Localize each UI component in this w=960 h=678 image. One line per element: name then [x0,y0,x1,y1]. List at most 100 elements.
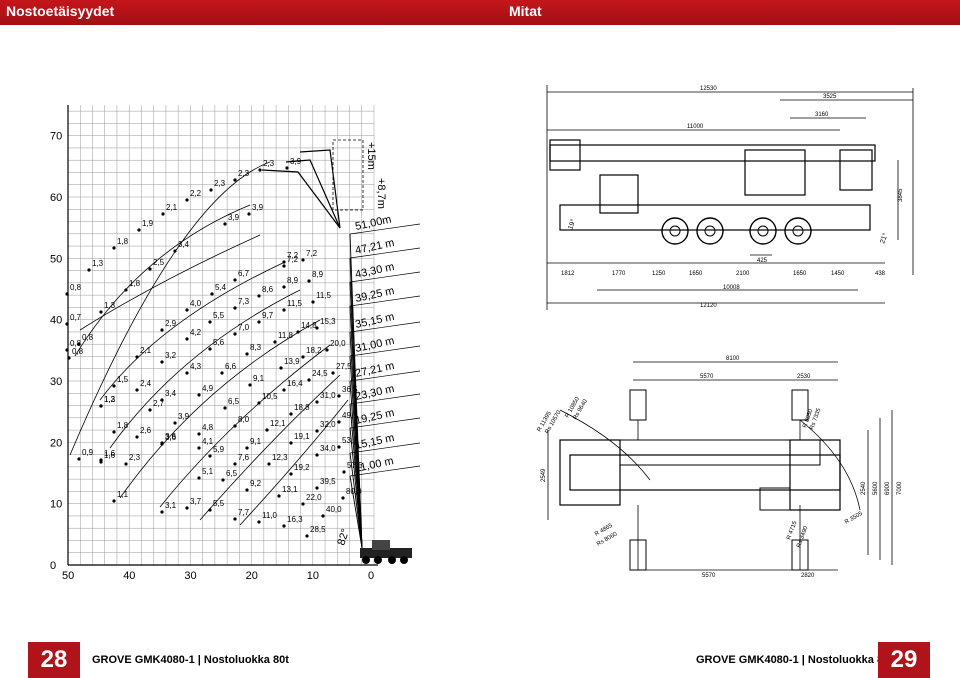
side-top-dimension: 11000 [687,124,704,130]
capacity-point [311,300,315,304]
boom-length-label: 27,21 m [354,360,395,380]
x-tick-label: 50 [62,570,74,582]
capacity-point [257,294,261,298]
capacity-point [307,378,311,382]
capacity-point [337,394,341,398]
capacity-label: 11,0 [262,511,278,520]
capacity-label: 53,5 [342,436,358,445]
plan-right-dimension: 2540 [861,481,867,495]
capacity-label: 2,3 [263,159,275,168]
boom-length-label: 39,25 m [354,285,395,305]
capacity-point [277,494,281,498]
capacity-point [99,458,103,462]
jib-label-8-7m: +8,7m [375,178,387,209]
capacity-point [160,398,164,402]
capacity-point [342,470,346,474]
footer-caption-left: GROVE GMK4080-1 | Nostoluokka 80t [92,654,289,666]
capacity-point [301,502,305,506]
page-number-left: 28 [28,642,80,678]
boom-length-label: 11,00 m [354,455,395,475]
y-tick-label: 60 [50,192,62,204]
capacity-label: 11,5 [316,291,332,300]
capacity-label: 2,5 [153,258,165,267]
outrigger-pads-icon [629,389,809,571]
page-number-right: 29 [878,642,930,678]
capacity-point [67,356,71,360]
plan-right-dimension: 5600 [873,481,879,495]
capacity-label: 7,2 [306,249,318,258]
capacity-label: 5,6 [213,338,225,347]
capacity-point [257,401,261,405]
page-header: Nostoetäisyydet Mitat [0,0,960,25]
capacity-label: 3,9 [228,213,240,222]
capacity-label: 3,6 [165,432,177,441]
capacity-label: 20,0 [330,339,346,348]
side-height-label: 3845 [898,188,904,202]
capacity-point [282,308,286,312]
capacity-label: 1,1 [117,490,129,499]
capacity-label: 18,8 [294,403,310,412]
capacity-point [65,322,69,326]
plan-bottom-dimension: 2820 [801,573,815,579]
boom-lines [349,223,421,549]
capacity-label: 1,3 [104,301,116,310]
x-tick-label: 30 [184,570,196,582]
capacity-point [233,462,237,466]
boom-length-label: 51,00m [354,214,392,233]
capacity-label: 2,3 [129,453,141,462]
capacity-label: 0,8 [72,347,84,356]
capacity-point [233,278,237,282]
x-tick-label: 40 [123,570,135,582]
capacity-label: 11,5 [287,299,303,308]
capacity-point [185,308,189,312]
capacity-point [148,267,152,271]
wheel-icon [749,217,777,245]
capacity-point [99,310,103,314]
capacity-label: 4,9 [202,384,214,393]
capacity-point [185,506,189,510]
capacity-label: 80,0 [346,487,362,496]
capacity-point [279,366,283,370]
footer-caption-right: GROVE GMK4080-1 | Nostoluokka 80t [696,654,893,666]
y-tick-label: 30 [50,376,62,388]
capacity-point [208,454,212,458]
boom-length-label: 23,30 m [354,383,395,403]
capacity-label: 14,8 [301,321,317,330]
side-top-dimension: 3160 [815,112,829,118]
wheel-hub-icon [704,225,716,237]
capacity-point [315,326,319,330]
capacity-point [124,462,128,466]
side-mid-dimension: 12120 [700,303,717,309]
capacity-point [305,534,309,538]
capacity-label: 6,6 [225,362,237,371]
plan-bottom-dimension: 5570 [702,573,716,579]
capacity-label: 0,8 [70,339,82,348]
capacity-label: 39,5 [320,477,336,486]
capacity-point [296,330,300,334]
capacity-label: 1,8 [129,279,141,288]
capacity-label: 6,5 [226,469,238,478]
boom-length-label: 43,30 m [354,261,395,281]
capacity-point [282,524,286,528]
capacity-point [301,355,305,359]
capacity-point [282,388,286,392]
capacity-point [233,424,237,428]
x-tick-label: 0 [368,570,374,582]
capacity-label: 36,5 [342,385,358,394]
capacity-point [289,441,293,445]
capacity-label: 6,5 [228,397,240,406]
capacity-point [197,476,201,480]
capacity-point [65,292,69,296]
capacity-label: 6,7 [238,269,250,278]
capacity-label: 3,7 [190,497,202,506]
outrigger-pad-icon [629,389,647,421]
capacity-point [160,360,164,364]
side-axle-dimension: 1250 [652,271,666,277]
capacity-label: 5,1 [202,467,214,476]
capacity-point [282,285,286,289]
capacity-label: 7,3 [238,297,250,306]
wheels-icon [661,217,812,245]
jib-section: +15m +8,7m [261,139,387,229]
